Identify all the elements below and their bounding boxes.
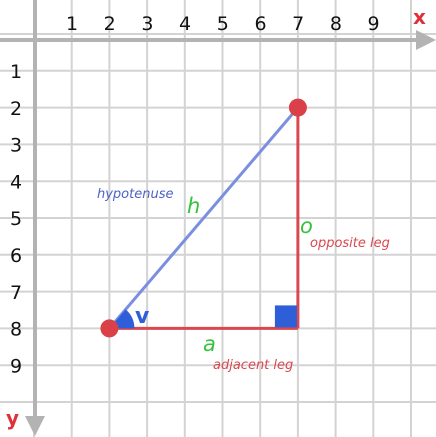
y-tick-label: 2: [10, 98, 22, 120]
opposite-leg-label: opposite leg: [310, 236, 390, 251]
x-tick-label: 2: [104, 13, 116, 35]
x-tick-label: 3: [141, 13, 153, 35]
hypotenuse-label: hypotenuse: [97, 187, 173, 202]
x-axis-name: x: [413, 5, 426, 29]
x-tick-label: 5: [217, 13, 229, 35]
y-axis-arrow: [25, 416, 45, 436]
x-tick-label: 7: [292, 13, 304, 35]
x-tick-label: 9: [368, 13, 380, 35]
angle-v-label: v: [135, 304, 150, 329]
o-letter: o: [300, 214, 313, 238]
point-a: [100, 319, 119, 338]
y-tick-label: 9: [10, 355, 22, 377]
y-tick-label: 3: [10, 135, 22, 157]
y-tick-label: 1: [10, 61, 22, 83]
y-axis-name: y: [6, 406, 19, 430]
h-letter: h: [187, 194, 200, 218]
x-tick-labels: 1 2 3 4 5 6 7 8 9: [66, 13, 380, 35]
y-tick-label: 6: [10, 245, 22, 267]
x-axis-arrow: [416, 30, 436, 50]
adjacent-leg-label: adjacent leg: [213, 358, 293, 373]
x-tick-label: 1: [66, 13, 78, 35]
y-tick-label: 5: [10, 208, 22, 230]
y-tick-label: 7: [10, 282, 22, 304]
hypotenuse-line: [108, 106, 300, 330]
a-letter: a: [203, 332, 216, 356]
y-tick-label: 8: [10, 319, 22, 341]
x-tick-label: 6: [254, 13, 266, 35]
point-b: [288, 98, 307, 117]
right-angle-marker: [274, 305, 297, 328]
x-tick-label: 8: [330, 13, 342, 35]
x-tick-label: 4: [179, 13, 191, 35]
y-tick-label: 4: [10, 171, 22, 193]
y-tick-labels: 1 2 3 4 5 6 7 8 9: [10, 61, 22, 377]
